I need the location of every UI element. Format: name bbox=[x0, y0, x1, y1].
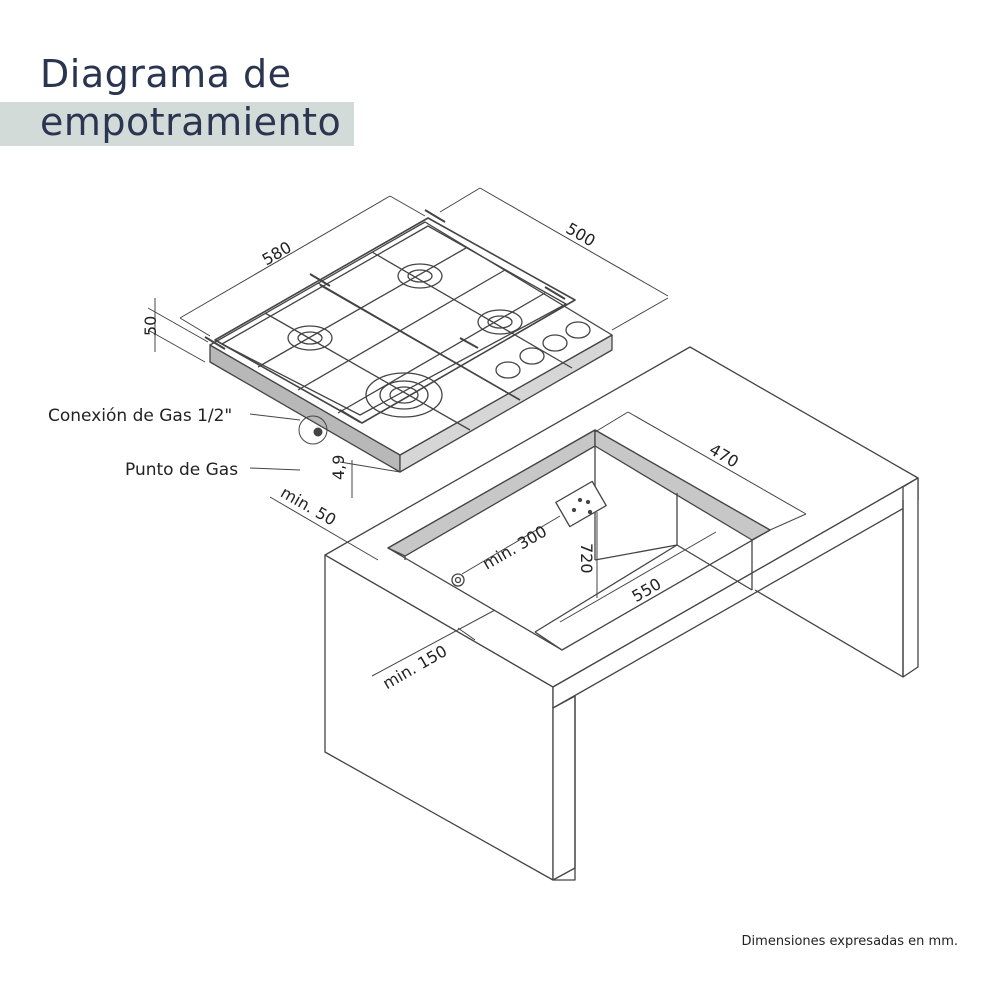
title-background-band bbox=[0, 102, 354, 146]
gas-connection-label: Conexión de Gas 1/2" bbox=[48, 406, 232, 426]
cabinet bbox=[324, 346, 919, 881]
dim-580: 580 bbox=[259, 238, 295, 270]
dim-4-9: 4,9 bbox=[329, 455, 348, 480]
page-title-line2: empotramiento bbox=[40, 100, 342, 144]
gas-point-label: Punto de Gas bbox=[125, 460, 238, 480]
callout-labels: Conexión de Gas 1/2" Punto de Gas bbox=[48, 406, 238, 480]
dim-720: 720 bbox=[577, 543, 596, 574]
dimension-lines bbox=[147, 187, 807, 677]
page-title-line1: Diagrama de bbox=[40, 52, 292, 96]
units-footnote: Dimensiones expresadas en mm. bbox=[741, 934, 958, 949]
dim-50: 50 bbox=[141, 316, 160, 336]
